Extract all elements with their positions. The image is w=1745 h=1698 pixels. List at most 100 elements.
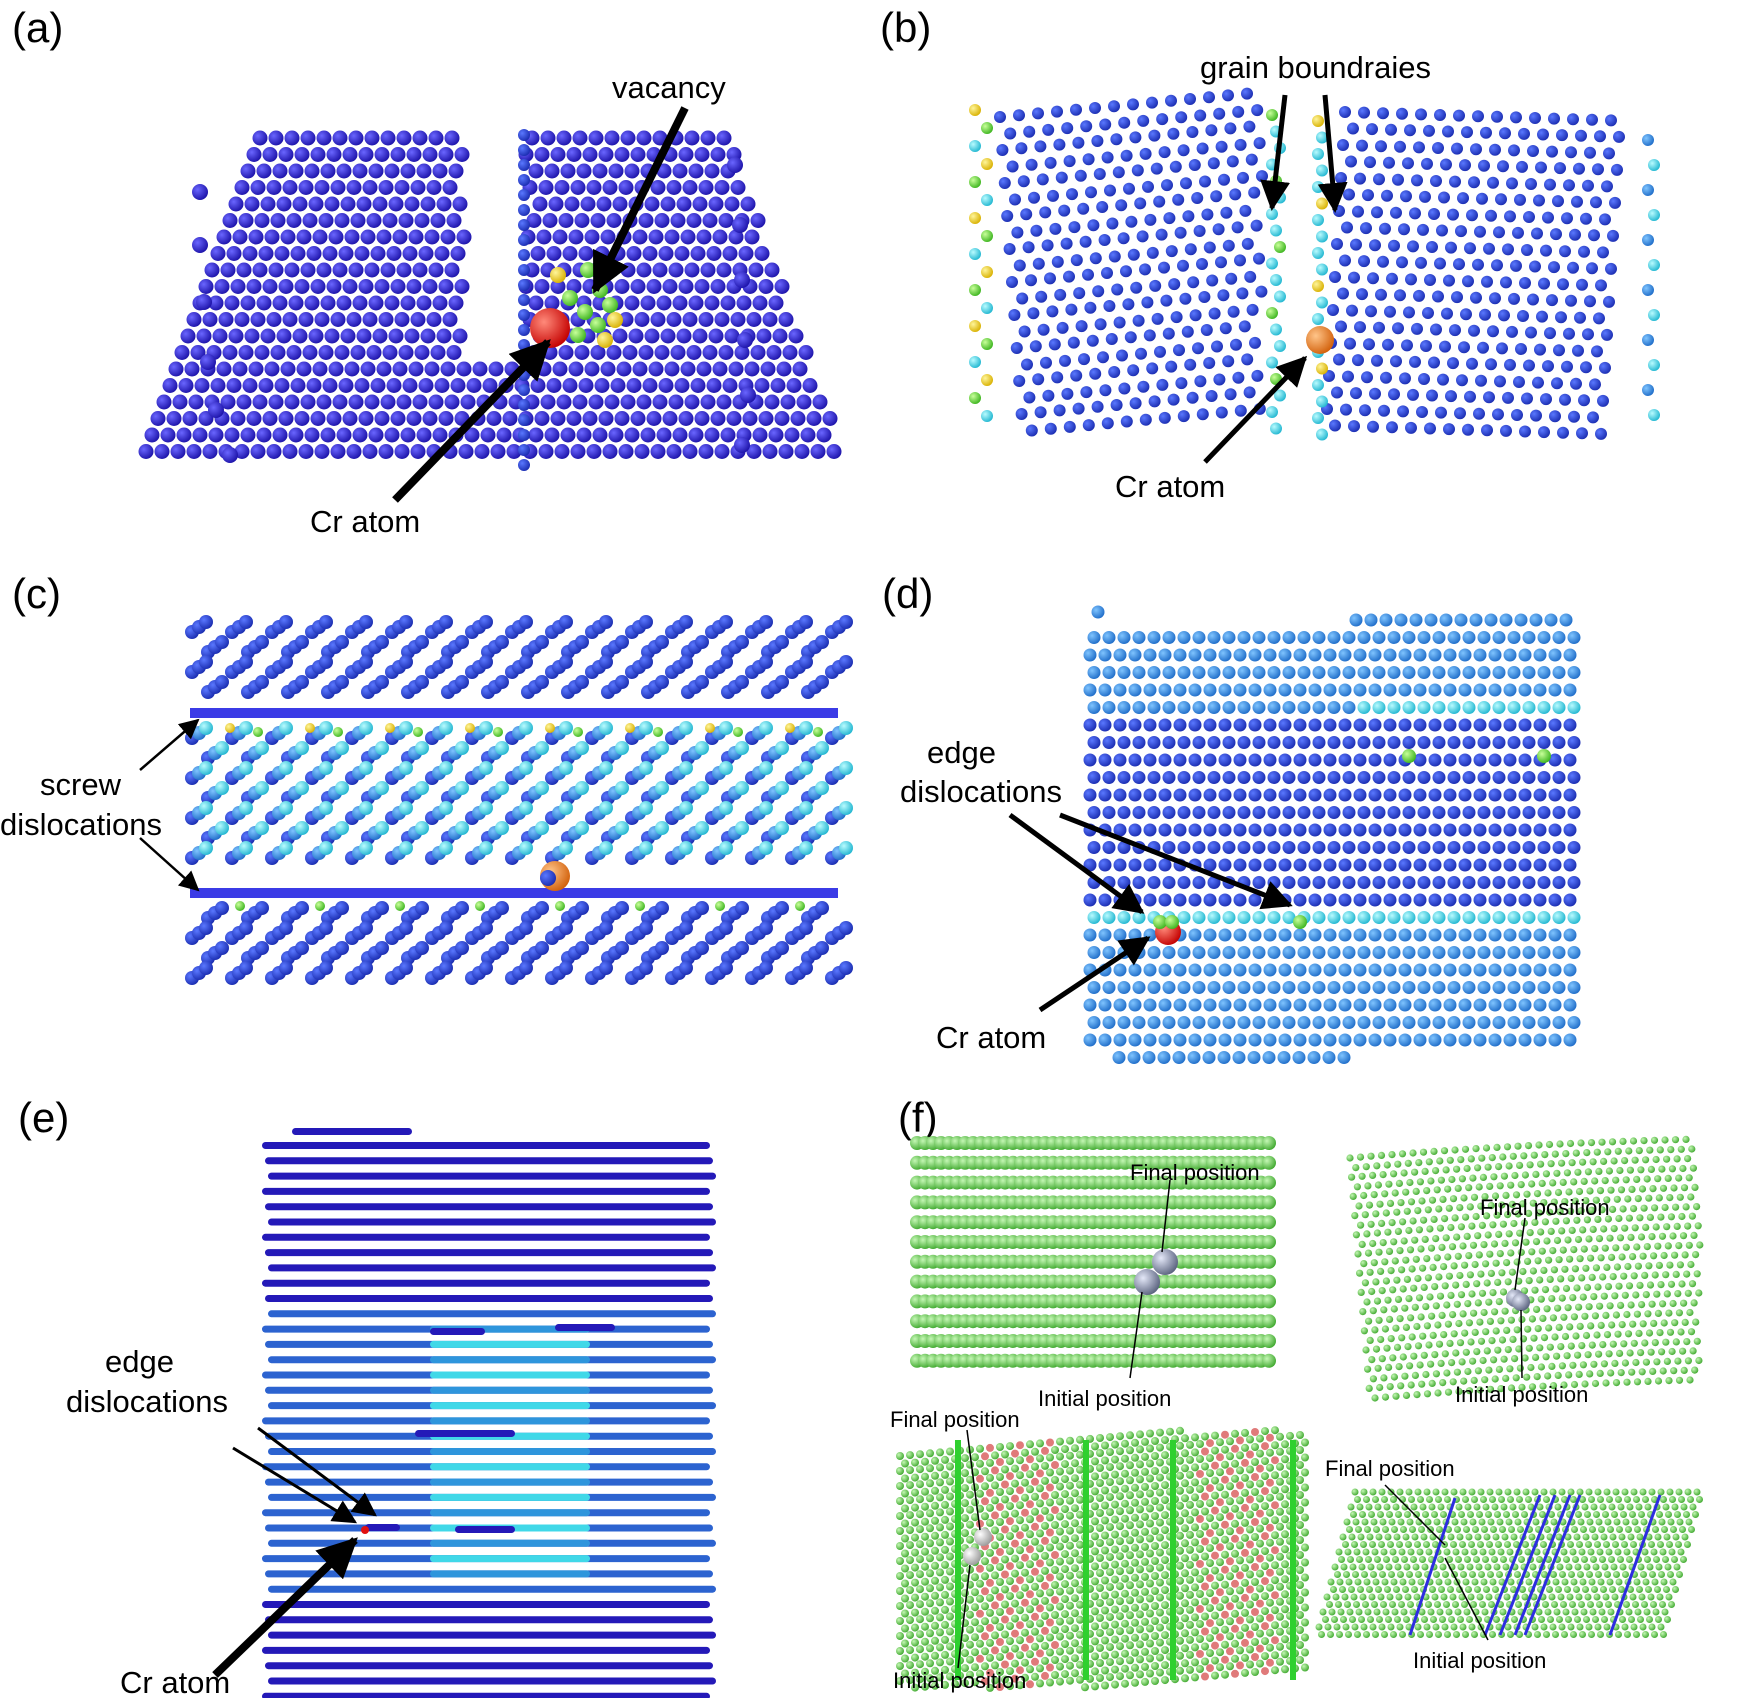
lattice-atom <box>1525 326 1537 339</box>
lattice-atom <box>518 339 530 351</box>
lattice-atom <box>1409 355 1421 368</box>
fcc-atom <box>1151 1482 1159 1490</box>
lattice-atom <box>1342 666 1356 679</box>
lattice-atom <box>378 180 394 195</box>
fcc-atom <box>931 1516 939 1525</box>
lattice-atom <box>215 821 229 835</box>
lattice-atom <box>1158 648 1172 662</box>
fcc-atom <box>1365 1201 1374 1209</box>
fcc-atom <box>1393 1208 1401 1216</box>
fcc-atom <box>1449 1195 1458 1203</box>
lattice-atom <box>1136 230 1149 243</box>
lattice-atom <box>1215 406 1228 419</box>
lattice-atom <box>700 262 716 278</box>
lattice-atom <box>1248 893 1262 907</box>
fcc-atom <box>1364 1182 1372 1190</box>
lattice-atom <box>1354 321 1366 334</box>
lattice-atom <box>1102 1016 1116 1029</box>
lattice-atom <box>358 279 374 294</box>
fcc-atom <box>1036 1529 1044 1538</box>
fcc-atom <box>1625 1214 1633 1222</box>
lattice-atom <box>1454 613 1468 627</box>
lattice-atom <box>775 901 789 915</box>
fcc-atom <box>1606 1302 1614 1310</box>
lattice-atom <box>1503 788 1517 802</box>
lattice-atom <box>1188 823 1202 837</box>
lattice-atom <box>1503 823 1517 837</box>
fcc-atom <box>1106 1448 1114 1457</box>
lattice-atom <box>1234 404 1247 417</box>
fcc-atom <box>1549 1247 1557 1255</box>
fcc-atom <box>1666 1194 1674 1202</box>
lattice-atom <box>274 246 290 261</box>
lattice-atom <box>1247 1051 1261 1064</box>
fcc-atom <box>1106 1463 1114 1472</box>
fcc-atom <box>1111 1500 1119 1509</box>
lattice-atom <box>1129 397 1142 410</box>
lattice-atom <box>1417 876 1431 889</box>
lattice-atom <box>236 394 252 410</box>
lattice-atom <box>1187 1051 1201 1064</box>
lattice-atom <box>1398 648 1412 662</box>
lattice-atom <box>575 941 589 955</box>
lattice-atom <box>1413 823 1427 837</box>
lattice-atom <box>712 361 728 377</box>
fcc-atom <box>1365 1384 1373 1392</box>
fcc-atom <box>1201 1462 1209 1471</box>
fcc-atom <box>1366 1336 1374 1344</box>
lattice-atom <box>1360 222 1372 235</box>
lattice-atom <box>1537 806 1551 819</box>
lattice-atom <box>450 246 466 261</box>
lattice-atom <box>320 295 336 311</box>
fcc-atom <box>921 1502 929 1511</box>
lattice-atom <box>1233 823 1247 837</box>
lattice-atom <box>1458 963 1472 977</box>
fcc-atom <box>1363 1230 1371 1238</box>
lattice-atom <box>1462 876 1476 889</box>
fcc-atom <box>1405 1295 1413 1303</box>
fcc-atom <box>1615 1214 1623 1223</box>
fcc-atom <box>1500 1172 1508 1180</box>
fcc-atom <box>1502 1374 1510 1382</box>
boundary-atom <box>1270 224 1282 237</box>
lattice-atom <box>518 279 530 291</box>
fcc-atom <box>1689 1347 1697 1355</box>
lattice-atom <box>1132 701 1146 714</box>
lattice-atom <box>1188 159 1201 171</box>
fcc-atom <box>1271 1426 1279 1435</box>
lattice-atom <box>1070 103 1082 116</box>
lattice-atom <box>1177 1016 1191 1029</box>
fcc-atom <box>1406 1246 1415 1254</box>
lattice-atom <box>1267 771 1281 784</box>
lattice-atom <box>796 394 812 410</box>
fcc-atom <box>1196 1440 1204 1448</box>
lattice-atom <box>598 147 614 162</box>
lattice-atom <box>1522 841 1536 854</box>
lattice-atom <box>1537 128 1549 141</box>
lattice-atom <box>1507 736 1521 749</box>
fcc-atom <box>1516 1364 1524 1372</box>
lattice-atom <box>1488 648 1502 662</box>
fcc-atom <box>1486 1317 1494 1325</box>
fcc-atom <box>1567 1342 1575 1350</box>
lattice-atom <box>1282 736 1296 749</box>
lattice-atom <box>1237 701 1251 714</box>
fcc-atom <box>1692 1318 1700 1326</box>
lattice-atom <box>1462 736 1476 749</box>
lattice-atom <box>1458 341 1470 354</box>
fcc-atom <box>1061 1475 1069 1484</box>
lattice-atom <box>1158 718 1172 732</box>
fcc-atom <box>1583 1149 1591 1157</box>
lattice-atom <box>1175 377 1188 390</box>
lattice-atom <box>1518 823 1532 837</box>
atom-row <box>262 1601 710 1608</box>
fcc-atom <box>1046 1513 1054 1522</box>
fcc-atom <box>1592 1264 1600 1272</box>
lattice-atom <box>1061 387 1074 400</box>
fcc-atom <box>1394 1227 1402 1235</box>
dislocation-core-atom <box>225 723 235 733</box>
lattice-atom <box>154 444 170 459</box>
lattice-atom <box>650 444 666 459</box>
lattice-atom <box>1101 151 1114 164</box>
lattice-atom <box>1032 257 1045 270</box>
